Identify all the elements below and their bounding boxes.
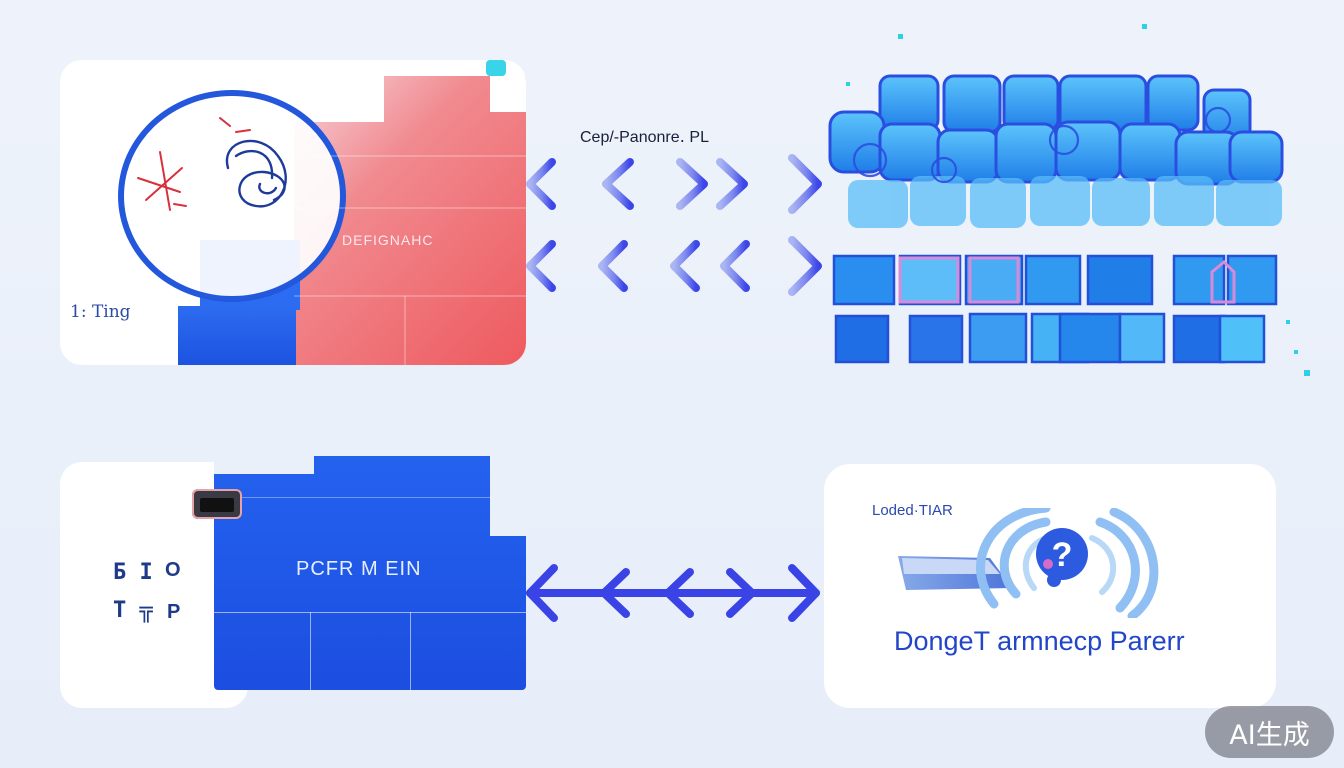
bottom-right-card — [824, 464, 1276, 708]
glyph-row: Б І — [113, 560, 153, 585]
glyph-row: Т ╦ — [113, 598, 153, 623]
teal-marker — [486, 60, 506, 76]
blue-panel-notch — [490, 456, 526, 536]
scribble-icon — [137, 117, 526, 365]
glyph-letter: O — [165, 559, 181, 581]
overlay-label: 1: Ting — [70, 302, 131, 322]
red-panel-notch — [294, 60, 384, 122]
glyph-letter: P — [167, 601, 181, 623]
connector-label: Cep/-Panonre․ PL — [580, 129, 709, 146]
svg-text:?: ? — [1052, 536, 1073, 574]
grid-line — [214, 612, 526, 613]
blue-panel — [214, 456, 526, 690]
blue-panel-label: PCFR M EIN — [296, 558, 422, 580]
blue-block — [178, 306, 296, 365]
grid-line — [410, 612, 411, 690]
grid-line — [214, 497, 492, 498]
top-left-card: DEFIGNAHC 1: Ting — [60, 60, 526, 365]
double-headed-arrow-icon — [526, 154, 822, 296]
ai-generated-badge: AI生成 — [1205, 706, 1334, 758]
chip-screen — [200, 498, 234, 512]
card-caption: Loded·TIAR — [872, 502, 953, 519]
grid-line — [310, 612, 311, 690]
cube-cluster-icon — [828, 24, 1310, 376]
card-title: DongeT armnecp Parerr — [894, 626, 1185, 656]
question-mark-icon: ? — [898, 508, 1159, 618]
double-headed-arrow-icon — [526, 564, 820, 622]
blue-panel-notch — [214, 456, 314, 474]
magnifier-circle — [118, 90, 346, 302]
red-panel-label: DEFIGNAHC — [342, 232, 434, 248]
